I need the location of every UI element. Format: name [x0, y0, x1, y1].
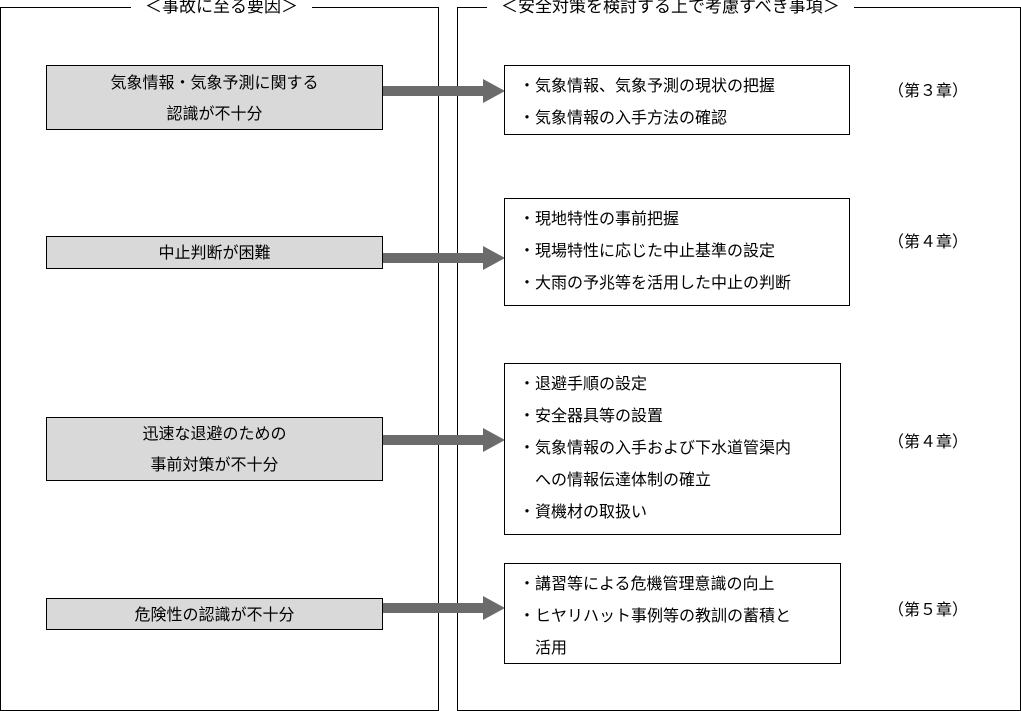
measure-item-continuation: への情報伝達体制の確立 — [535, 470, 712, 489]
measures-box-risk: ・講習等による危機管理意識の向上 ・ヒヤリハット事例等の教訓の蓄積と 活用 — [504, 563, 841, 664]
factor-line: 事前対策が不十分 — [150, 455, 279, 474]
factor-box-evacuation-prep: 迅速な退避のための 事前対策が不十分 — [46, 417, 383, 481]
factors-panel-title: ＜事故に至る要因＞ — [131, 0, 312, 17]
measures-box-weather: ・気象情報、気象予測の現状の把握 ・気象情報の入手方法の確認 — [504, 65, 850, 135]
measure-item: ・気象情報の入手および下水道管渠内 — [519, 438, 792, 457]
arrow-right-icon — [383, 79, 505, 103]
arrow-right-icon — [383, 246, 505, 270]
chapter-ref: （第５章） — [888, 600, 969, 619]
factor-line: 迅速な退避のための — [142, 424, 287, 443]
factor-line: 気象情報・気象予測に関する — [110, 72, 319, 92]
measure-item: ・気象情報、気象予測の現状の把握 — [519, 76, 776, 95]
arrow-right-icon — [383, 428, 505, 452]
factor-line: 危険性の認識が不十分 — [134, 604, 295, 624]
measure-item: ・現場特性に応じた中止基準の設定 — [519, 241, 776, 260]
measure-item: ・資機材の取扱い — [519, 502, 648, 521]
chapter-ref: （第３章） — [888, 81, 969, 100]
measure-item: ・安全器具等の設置 — [519, 406, 664, 425]
measure-item: ・退避手順の設定 — [519, 374, 648, 393]
factor-line: 認識が不十分 — [166, 103, 263, 123]
measures-box-evacuation: ・退避手順の設定 ・安全器具等の設置 ・気象情報の入手および下水道管渠内 への情… — [504, 363, 841, 535]
factor-box-weather-awareness: 気象情報・気象予測に関する 認識が不十分 — [46, 65, 383, 130]
factor-box-suspension-judgment: 中止判断が困難 — [46, 236, 383, 269]
measure-item: ・大雨の予兆等を活用した中止の判断 — [519, 273, 792, 292]
measures-box-suspension: ・現地特性の事前把握 ・現場特性に応じた中止基準の設定 ・大雨の予兆等を活用した… — [504, 198, 850, 306]
measure-item: ・気象情報の入手方法の確認 — [519, 108, 728, 127]
factor-line: 中止判断が困難 — [158, 243, 271, 262]
measures-panel-title: ＜安全対策を検討する上で考慮すべき事項＞ — [487, 0, 854, 17]
measure-item: ・講習等による危機管理意識の向上 — [519, 574, 775, 593]
arrow-right-icon — [383, 596, 505, 620]
measure-item-continuation: 活用 — [535, 638, 568, 657]
measure-item: ・現地特性の事前把握 — [519, 209, 680, 228]
chapter-ref: （第４章） — [888, 232, 969, 251]
chapter-ref: （第４章） — [888, 432, 969, 451]
factor-box-risk-awareness: 危険性の認識が不十分 — [46, 598, 383, 630]
measure-item: ・ヒヤリハット事例等の教訓の蓄積と — [519, 606, 792, 625]
